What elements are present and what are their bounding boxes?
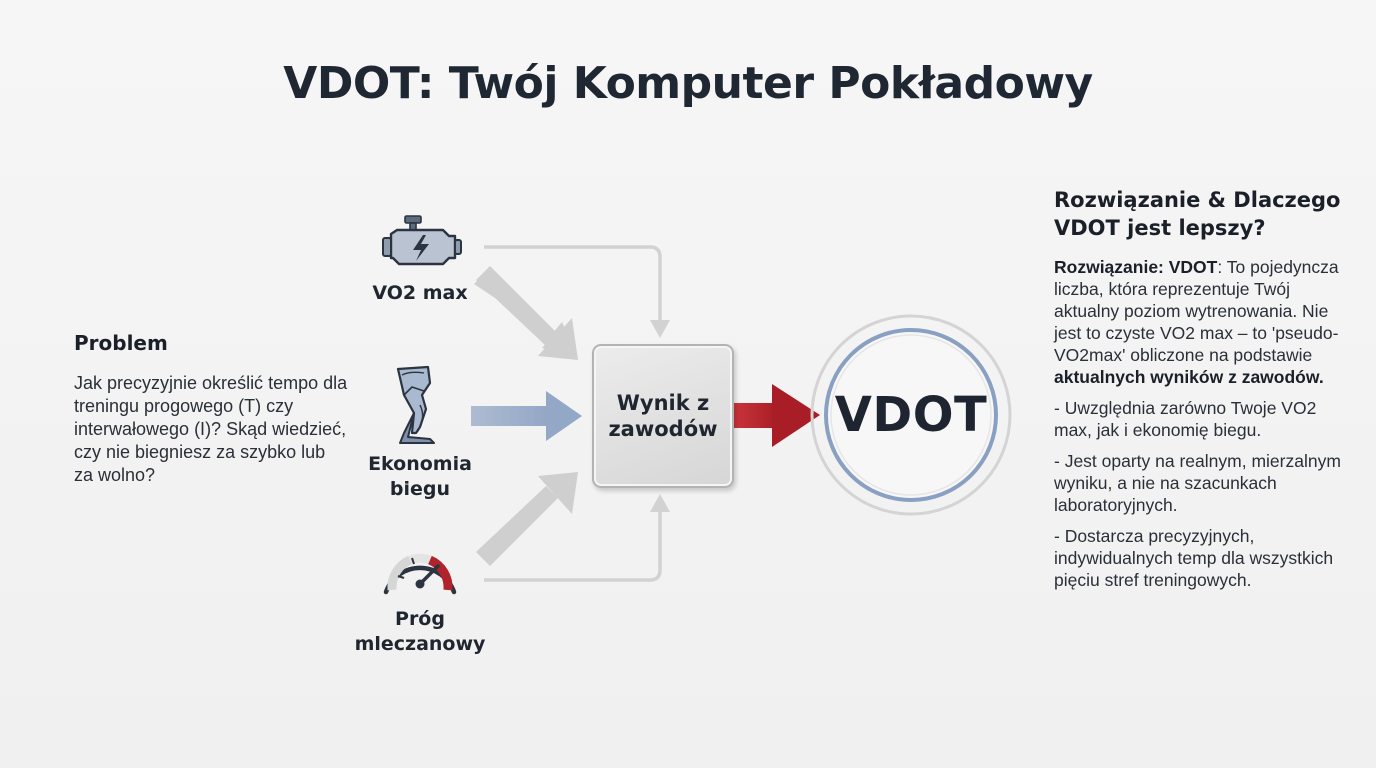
engine-icon	[382, 215, 462, 266]
lactate-threshold-label-line1: Próg	[395, 608, 445, 630]
solution-body: Rozwiązanie: VDOT: To pojedyncza liczba,…	[1054, 256, 1354, 591]
arrow-threshold	[476, 472, 578, 566]
running-leg-icon	[396, 365, 435, 444]
running-economy-label-line1: Ekonomia	[368, 453, 472, 475]
connector-top	[484, 245, 670, 338]
race-result-line1: Wynik z	[616, 391, 710, 415]
solution-heading: Rozwiązanie & Dlaczego VDOT jest lepszy?	[1054, 186, 1354, 242]
problem-text: Jak precyzyjnie określić tempo dla treni…	[74, 373, 348, 485]
solution-heading-line2: VDOT jest lepszy?	[1054, 216, 1266, 240]
arrow-economy	[471, 391, 582, 441]
connector-bottom	[484, 494, 670, 582]
solution-bullet-1: - Uwzględnia zarówno Twoje VO2 max, jak …	[1054, 398, 1317, 440]
lactate-threshold-label-line2: mleczanowy	[354, 633, 486, 655]
race-result-box: Wynik z zawodów	[592, 344, 734, 488]
vo2max-label: VO2 max	[372, 282, 468, 304]
arrow-vo2	[474, 266, 578, 360]
speedometer-icon	[383, 553, 457, 595]
solution-heading-line1: Rozwiązanie & Dlaczego	[1054, 188, 1341, 212]
solution-bullet-2: - Jest oparty na realnym, mierzalnym wyn…	[1054, 451, 1341, 515]
vdot-label: VDOT	[834, 387, 988, 443]
solution-intro-bold: Rozwiązanie: VDOT	[1054, 257, 1218, 277]
race-result-line2: zawodów	[608, 417, 718, 441]
running-economy-label: Ekonomia biegu	[340, 452, 500, 502]
solution-intro-bold-end: aktualnych wyników z zawodów.	[1054, 367, 1324, 387]
lactate-threshold-label: Próg mleczanowy	[340, 607, 500, 657]
arrow-output	[734, 384, 820, 447]
page-title: VDOT: Twój Komputer Pokładowy	[283, 58, 1093, 109]
solution-intro-text: : To pojedyncza liczba, która reprezentu…	[1054, 257, 1339, 365]
solution-bullet-3: - Dostarcza precyzyjnych, indywidualnych…	[1054, 526, 1334, 590]
problem-heading: Problem	[74, 331, 168, 355]
running-economy-label-line2: biegu	[389, 478, 451, 500]
vdot-circle	[810, 314, 1012, 516]
solution-intro: Rozwiązanie: VDOT: To pojedyncza liczba,…	[1054, 256, 1354, 388]
